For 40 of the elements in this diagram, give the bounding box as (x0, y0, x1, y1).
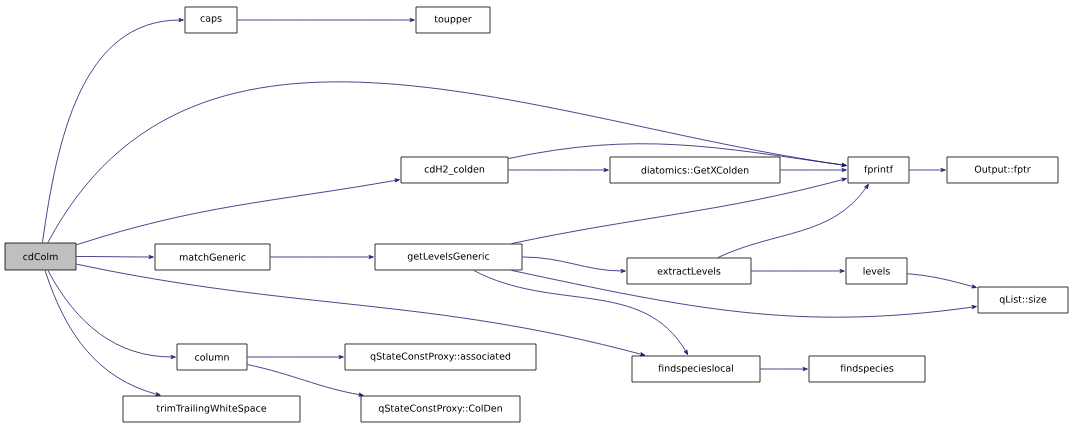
function-box: findspecieslocal (631, 355, 761, 383)
function-box: extractLevels (626, 257, 752, 285)
function-box: getLevelsGeneric (374, 243, 523, 271)
arrow (511, 177, 847, 244)
arrow (76, 263, 646, 357)
arrow (270, 255, 374, 259)
arrow (508, 168, 609, 172)
arrow (717, 183, 869, 258)
arrow (780, 168, 847, 172)
function-box: toupper (415, 6, 491, 34)
arrow (508, 143, 847, 167)
arrow (473, 270, 689, 355)
function-box: caps (184, 6, 238, 34)
arrow (522, 256, 626, 273)
arrow (751, 269, 845, 273)
function-box: qList::size (977, 286, 1069, 314)
function-box: Output::fptr (946, 156, 1059, 184)
arrow (511, 270, 977, 318)
function-box: levels (845, 257, 908, 285)
function-box: column (176, 343, 248, 371)
arrow (76, 255, 154, 259)
function-box: cdColm (4, 242, 77, 271)
function-box: findspecies (808, 355, 926, 383)
arrow (247, 355, 344, 359)
arrow (76, 178, 400, 246)
function-box: diatomics::GetXColden (609, 156, 781, 184)
arrow (237, 18, 415, 22)
arrow (909, 168, 946, 172)
arrow (42, 18, 184, 243)
arrow (44, 270, 161, 397)
function-box: fprintf (847, 156, 910, 184)
function-box: cdH2_colden (400, 156, 509, 184)
function-box: qStateConstProxy::ColDen (360, 395, 521, 423)
function-box: trimTrailingWhiteSpace (122, 395, 301, 423)
arrow (907, 273, 977, 289)
function-box: qStateConstProxy::associated (344, 343, 537, 371)
arrow (247, 364, 364, 397)
arrow (760, 367, 808, 371)
arrow (47, 270, 176, 359)
function-box: matchGeneric (154, 243, 271, 271)
